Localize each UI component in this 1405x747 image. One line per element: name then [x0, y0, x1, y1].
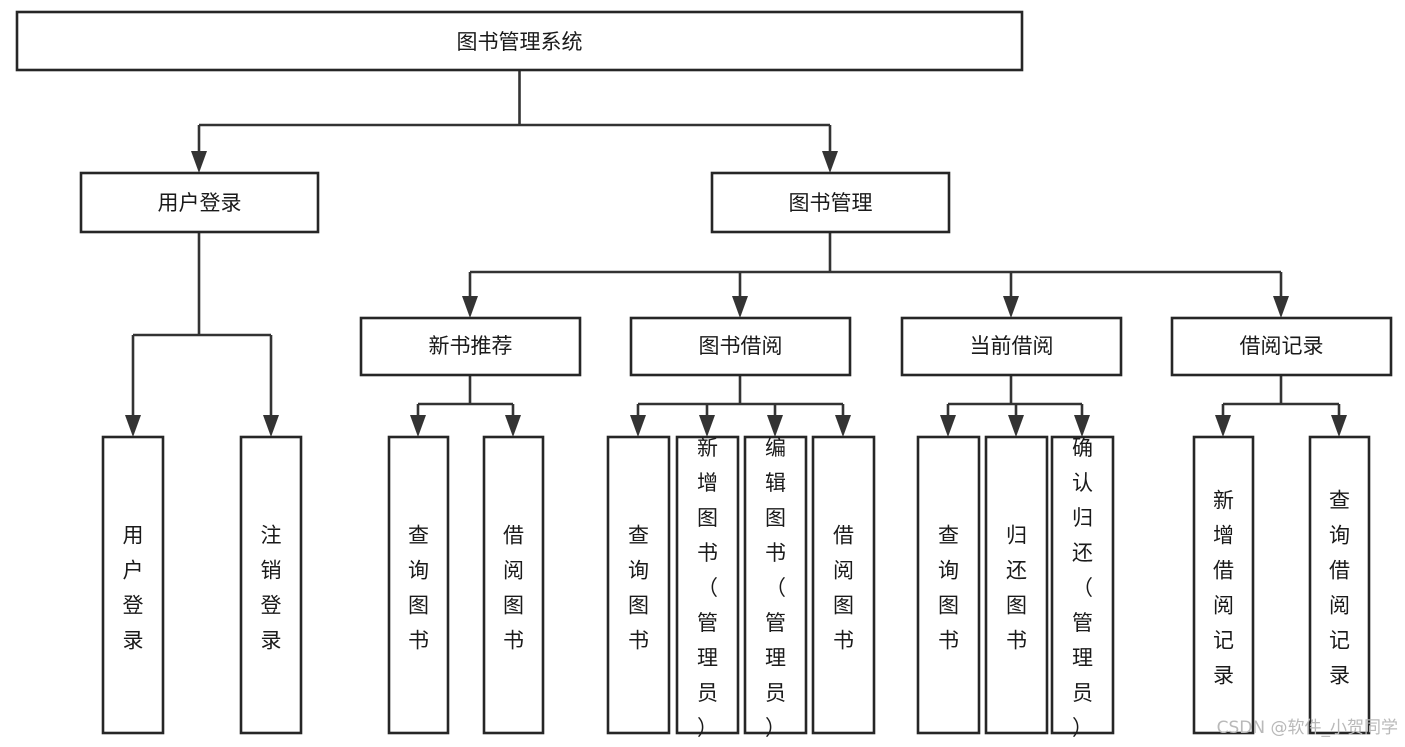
- node-leaf-add-book[interactable]: 新增图书（管理员）: [675, 435, 740, 740]
- node-leaf-borrow-book-2-box[interactable]: [811, 435, 876, 735]
- node-root-label: 图书管理系统: [457, 30, 583, 54]
- node-leaf-borrow-book-1[interactable]: 借阅图书: [482, 435, 545, 735]
- node-leaf-return-book-box[interactable]: [984, 435, 1049, 735]
- node-leaf-add-record[interactable]: 新增借阅记录: [1192, 435, 1255, 735]
- node-new-book-recommend-label: 新书推荐: [429, 334, 513, 358]
- arrow-head-icon: [732, 296, 748, 318]
- arrow-head-icon: [1331, 415, 1347, 437]
- node-book-borrow[interactable]: 图书借阅: [629, 316, 852, 377]
- node-leaf-borrow-book-1-box[interactable]: [482, 435, 545, 735]
- node-leaf-query-record-box[interactable]: [1308, 435, 1371, 735]
- arrow-head-icon: [1074, 415, 1090, 437]
- arrow-head-icon: [835, 415, 851, 437]
- node-current-borrow[interactable]: 当前借阅: [900, 316, 1123, 377]
- node-leaf-user-login-label: 用户登录: [123, 523, 144, 652]
- node-user-login-box[interactable]: [79, 171, 320, 234]
- node-current-borrow-box[interactable]: [900, 316, 1123, 377]
- node-leaf-query-book-3[interactable]: 查询图书: [916, 435, 981, 735]
- node-root-box[interactable]: [15, 10, 1024, 72]
- arrow-head-icon: [767, 415, 783, 437]
- arrow-head-icon: [505, 415, 521, 437]
- node-borrow-record-box[interactable]: [1170, 316, 1393, 377]
- arrow-head-icon: [462, 296, 478, 318]
- node-leaf-borrow-book-2[interactable]: 借阅图书: [811, 435, 876, 735]
- node-leaf-borrow-book-1-label: 借阅图书: [503, 523, 524, 652]
- node-leaf-edit-book-box[interactable]: [743, 435, 808, 735]
- node-book-borrow-label: 图书借阅: [699, 334, 783, 358]
- node-leaf-query-record-label: 查询借阅记录: [1329, 488, 1350, 687]
- node-leaf-add-book-label: 新增图书（管理员）: [697, 436, 718, 740]
- node-leaf-add-record-label: 新增借阅记录: [1213, 488, 1234, 687]
- node-user-login[interactable]: 用户登录: [79, 171, 320, 234]
- arrow-head-icon: [940, 415, 956, 437]
- connector-borrow-record-to-leaves: [1215, 375, 1347, 437]
- node-leaf-logout-login-label: 注销登录: [261, 523, 282, 652]
- connector-root-to-level2: [191, 70, 838, 173]
- node-leaf-query-book-3-label: 查询图书: [938, 523, 959, 652]
- node-leaf-add-record-box[interactable]: [1192, 435, 1255, 735]
- node-leaf-user-login[interactable]: 用户登录: [101, 435, 165, 735]
- connector-layer: [125, 70, 1347, 437]
- node-leaf-edit-book-label: 编辑图书（管理员）: [765, 436, 786, 740]
- node-current-borrow-label: 当前借阅: [970, 334, 1054, 358]
- arrow-head-icon: [1008, 415, 1024, 437]
- node-book-manage-label: 图书管理: [789, 191, 873, 215]
- arrow-head-icon: [191, 151, 207, 173]
- node-leaf-query-book-1-label: 查询图书: [408, 523, 429, 652]
- node-leaf-logout-login-box[interactable]: [239, 435, 303, 735]
- arrow-head-icon: [699, 415, 715, 437]
- node-leaf-confirm-return-label: 确认归还（管理员）: [1072, 436, 1093, 740]
- connector-book-manage-to-level3: [462, 232, 1289, 318]
- arrow-head-icon: [263, 415, 279, 437]
- node-leaf-query-book-2[interactable]: 查询图书: [606, 435, 671, 735]
- node-borrow-record-label: 借阅记录: [1240, 334, 1324, 358]
- node-leaf-return-book-label: 归还图书: [1006, 523, 1027, 652]
- connector-current-borrow-to-leaves: [940, 375, 1090, 437]
- node-book-borrow-box[interactable]: [629, 316, 852, 377]
- node-leaf-borrow-book-2-label: 借阅图书: [833, 523, 854, 652]
- node-new-book-recommend[interactable]: 新书推荐: [359, 316, 582, 377]
- node-leaf-user-login-box[interactable]: [101, 435, 165, 735]
- node-leaf-confirm-return[interactable]: 确认归还（管理员）: [1050, 435, 1115, 740]
- node-leaf-query-book-2-box[interactable]: [606, 435, 671, 735]
- arrow-head-icon: [125, 415, 141, 437]
- arrow-head-icon: [410, 415, 426, 437]
- node-leaf-add-book-box[interactable]: [675, 435, 740, 735]
- node-new-book-recommend-box[interactable]: [359, 316, 582, 377]
- node-leaf-query-book-1-box[interactable]: [387, 435, 450, 735]
- node-leaf-confirm-return-box[interactable]: [1050, 435, 1115, 735]
- connector-new-book-recommend-to-leaves: [410, 375, 521, 437]
- arrow-head-icon: [1215, 415, 1231, 437]
- arrow-head-icon: [1003, 296, 1019, 318]
- csdn-watermark: CSDN @软件_小贺同学: [1217, 718, 1398, 738]
- node-leaf-return-book[interactable]: 归还图书: [984, 435, 1049, 735]
- node-borrow-record[interactable]: 借阅记录: [1170, 316, 1393, 377]
- node-leaf-query-book-2-label: 查询图书: [628, 523, 649, 652]
- arrow-head-icon: [1273, 296, 1289, 318]
- arrow-head-icon: [822, 151, 838, 173]
- node-leaf-query-book-3-box[interactable]: [916, 435, 981, 735]
- node-leaf-logout-login[interactable]: 注销登录: [239, 435, 303, 735]
- node-root[interactable]: 图书管理系统: [15, 10, 1024, 72]
- node-leaf-edit-book[interactable]: 编辑图书（管理员）: [743, 435, 808, 740]
- node-book-manage[interactable]: 图书管理: [710, 171, 951, 234]
- arrow-head-icon: [630, 415, 646, 437]
- node-leaf-query-book-1[interactable]: 查询图书: [387, 435, 450, 735]
- node-book-manage-box[interactable]: [710, 171, 951, 234]
- connector-book-borrow-to-leaves: [630, 375, 851, 437]
- node-leaf-query-record[interactable]: 查询借阅记录: [1308, 435, 1371, 735]
- connector-user-login-to-leaves: [125, 232, 279, 437]
- node-user-login-label: 用户登录: [158, 191, 242, 215]
